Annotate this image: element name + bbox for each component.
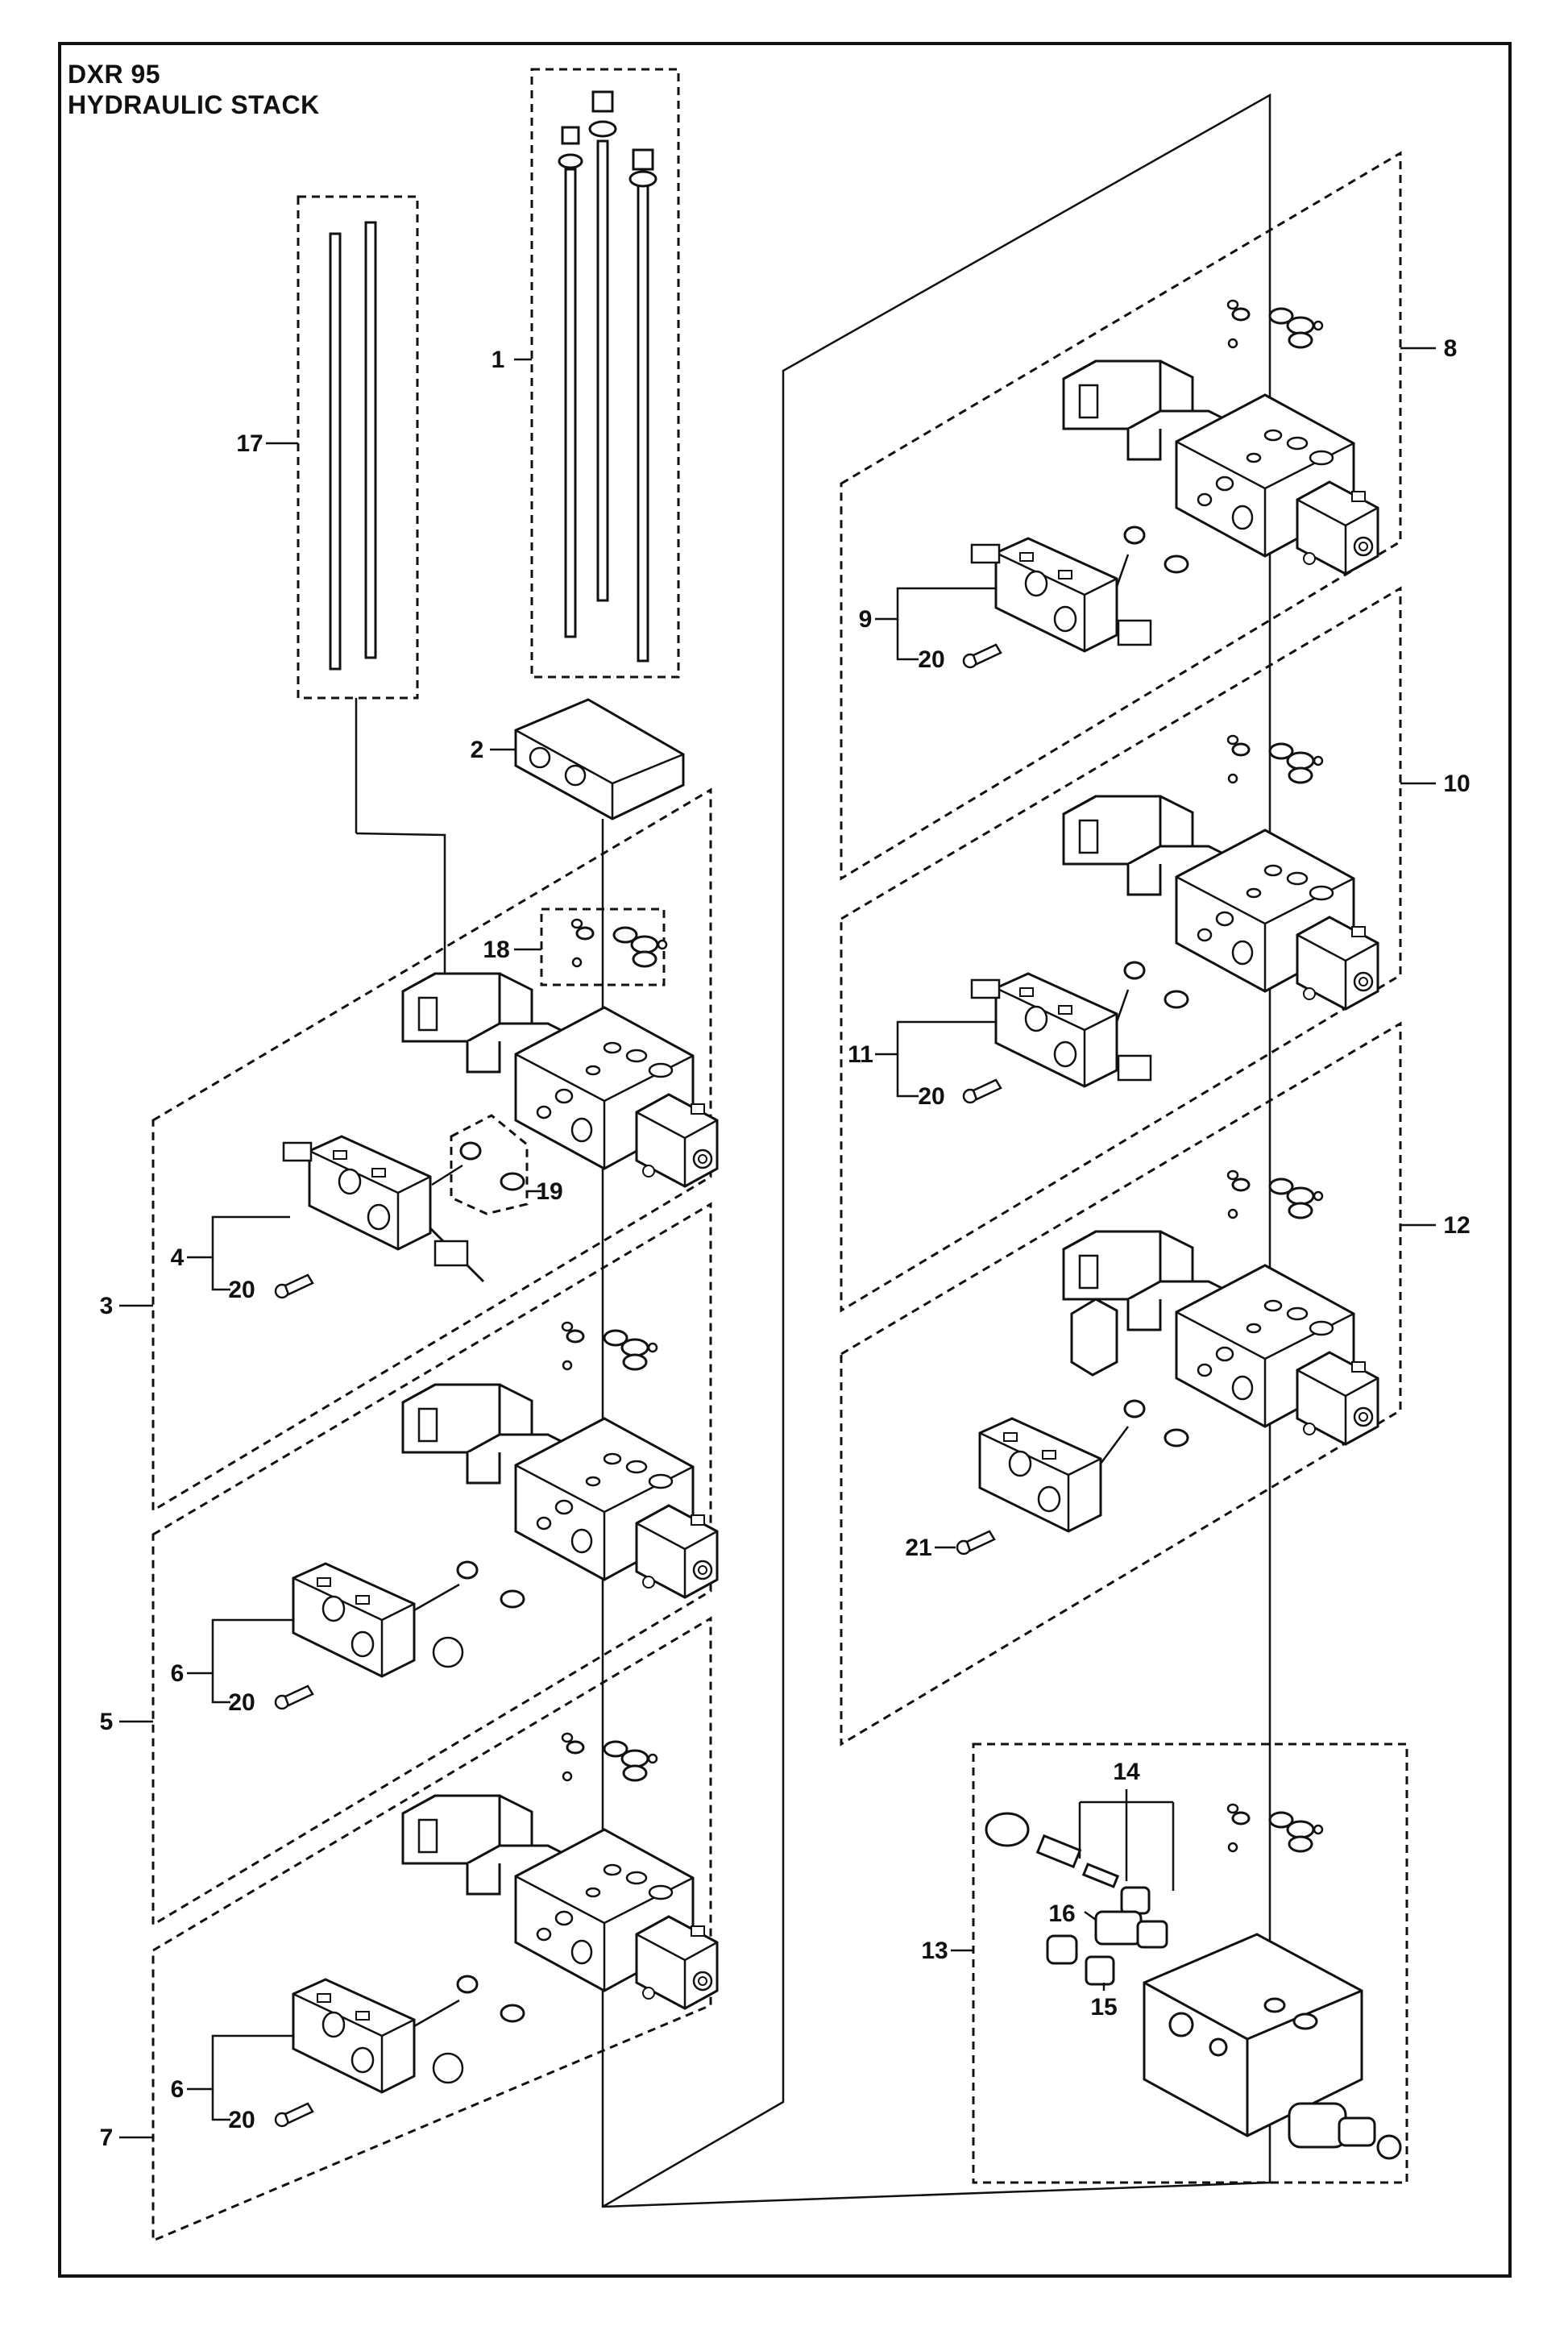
callout-18: 18 (483, 937, 509, 963)
callout-1: 1 (492, 347, 505, 373)
cover-block-6-upper (292, 1562, 464, 1678)
callout-8: 8 (1444, 335, 1458, 362)
cap-screw-20 (962, 643, 1002, 669)
seal-kit-18 (570, 918, 668, 968)
callout-6: 6 (171, 1660, 185, 1687)
drawing-frame (58, 42, 1512, 2278)
callout-4: 4 (171, 1244, 185, 1271)
cover-block-6-lower (292, 1978, 464, 2094)
callout-12: 12 (1443, 1212, 1470, 1239)
callout-2: 2 (471, 737, 484, 763)
cap-screw-20 (274, 1273, 314, 1299)
callout-20: 20 (228, 2107, 255, 2133)
cap-screw-20 (962, 1078, 1002, 1104)
seal-cluster (1226, 299, 1324, 349)
callout-13: 13 (921, 1938, 948, 1964)
callout-16: 16 (1048, 1900, 1075, 1927)
callout-bracket-14 (1078, 1789, 1175, 1891)
callout-14: 14 (1113, 1759, 1140, 1785)
diagram-title: HYDRAULIC STACK (68, 90, 320, 119)
callout-11: 11 (848, 1041, 873, 1068)
callout-6: 6 (171, 2076, 185, 2103)
cap-screw-21 (956, 1530, 996, 1556)
relief-valve-block-11 (970, 972, 1152, 1088)
seal-cluster (561, 1732, 658, 1782)
seal-cluster (1226, 1169, 1324, 1219)
callout-20: 20 (918, 1083, 944, 1110)
cap-screw-20 (274, 2102, 314, 2128)
callout-20: 20 (228, 1277, 255, 1303)
tie-rod-set (558, 90, 657, 662)
pressure-valve-assembly-13 (985, 1812, 1402, 2160)
relief-valve-block-9 (970, 537, 1152, 653)
valve-section-7 (401, 1794, 719, 2010)
cap-screw-20 (274, 1684, 314, 1710)
callout-19: 19 (536, 1178, 562, 1205)
seal-cluster (1226, 1803, 1324, 1853)
connector-plug (1070, 1298, 1118, 1377)
seal-cluster (561, 1321, 658, 1371)
callout-20: 20 (918, 646, 944, 673)
callout-20: 20 (228, 1689, 255, 1716)
relief-valve-block-4 (282, 1135, 485, 1283)
leader-lines (119, 347, 1436, 2139)
inlet-manifold-block (514, 698, 685, 820)
callout-21: 21 (905, 1535, 931, 1561)
callout-17: 17 (236, 430, 263, 457)
model-label: DXR 95 (68, 60, 161, 89)
callout-10: 10 (1443, 770, 1470, 797)
callout-labels: 1 2 3 4 5 6 6 7 8 9 10 11 12 13 14 15 16… (100, 335, 1471, 2151)
valve-section-10 (1062, 795, 1379, 1011)
cover-block-21 (978, 1417, 1102, 1533)
callout-9: 9 (859, 606, 873, 633)
callout-15: 15 (1090, 1994, 1117, 2021)
valve-section-5 (401, 1383, 719, 1599)
callout-3: 3 (100, 1293, 114, 1319)
guide-strip-set (329, 221, 377, 671)
callout-7: 7 (100, 2125, 114, 2151)
valve-section-8 (1062, 359, 1379, 575)
seal-cluster (1226, 734, 1324, 784)
callout-5: 5 (100, 1709, 114, 1735)
